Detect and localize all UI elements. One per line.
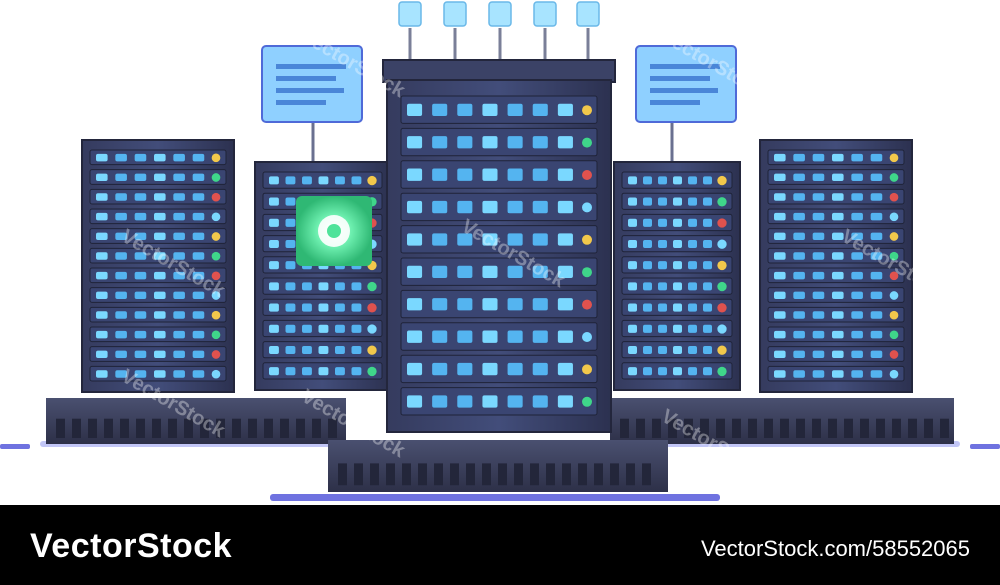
monitor-screen-left	[261, 45, 363, 162]
image-id: VectorStock.com/58552065	[700, 536, 970, 561]
monitor-screen-right	[635, 45, 737, 162]
footer-bar: VectorStock VectorStock.com/58552065	[0, 505, 1000, 585]
brand-logo[interactable]: VectorStock	[30, 527, 233, 565]
base-platforms	[46, 398, 954, 492]
network-connectors	[398, 1, 600, 62]
server-racks	[81, 59, 913, 433]
